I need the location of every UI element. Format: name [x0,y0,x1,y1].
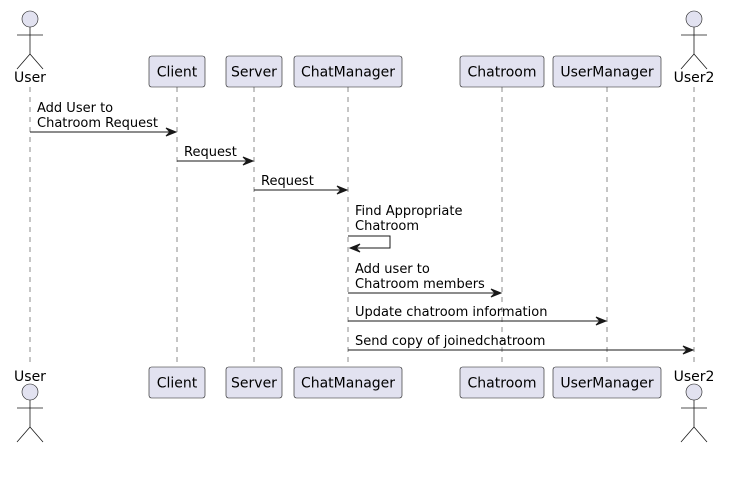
arrowhead-icon [242,156,255,166]
actor-left-leg-icon [16,426,31,443]
participant-label: Chatroom [468,65,537,81]
participant-box [459,55,545,88]
participant-box [552,366,662,399]
participant-server-bottom: Server [225,366,283,399]
participant-client-bottom: Client [148,366,206,399]
arrowhead-icon [682,345,695,355]
participant-box [293,55,403,88]
participant-label: Client [157,65,198,81]
arrowhead-icon [348,243,361,253]
participant-chatroom-top: Chatroom [459,55,545,88]
participant-box [293,366,403,399]
participant-label: ChatManager [301,376,395,392]
arrowhead-icon [595,316,608,326]
participant-label: Server [231,65,277,81]
participant-chatmanager-bottom: ChatManager [293,366,403,399]
participant-box [148,55,206,88]
message-label: Update chatroom information [355,305,547,320]
participant-box [459,366,545,399]
participant-chatroom-bottom: Chatroom [459,366,545,399]
message-6: Update chatroom information [348,305,608,326]
participant-user-bottom: User [14,369,46,443]
participant-box [225,55,283,88]
participant-label: UserManager [560,376,654,392]
participant-box [552,55,662,88]
message-label: Chatroom members [355,277,485,292]
message-label: Chatroom [355,219,419,234]
participant-label: User2 [674,369,715,385]
message-label: Add User to [37,101,113,116]
participant-user2-top: User2 [674,10,715,86]
actor-head-icon [685,10,703,28]
participant-label: User [14,369,46,385]
message-label: Find Appropriate [355,204,462,219]
message-label: Send copy of joinedchatroom [355,334,545,349]
message-3: Request [254,174,349,195]
participant-label: Client [157,376,198,392]
participant-usermanager-bottom: UserManager [552,366,662,399]
actor-right-leg-icon [29,426,44,443]
arrowhead-icon [165,127,178,137]
participant-server-top: Server [225,55,283,88]
message-label: Add user to [355,262,430,277]
actor-right-leg-icon [29,53,44,70]
participant-label: ChatManager [301,65,395,81]
participant-box [148,366,206,399]
message-label: Request [184,145,237,160]
actor-left-leg-icon [680,426,695,443]
participant-label: User [14,70,46,86]
participant-chatmanager-top: ChatManager [293,55,403,88]
message-line [348,235,391,249]
actor-left-leg-icon [16,53,31,70]
actor-left-leg-icon [680,53,695,70]
message-2: Request [177,145,255,166]
participant-user-top: User [14,10,46,86]
participant-usermanager-top: UserManager [552,55,662,88]
participant-client-top: Client [148,55,206,88]
participant-label: UserManager [560,65,654,81]
participant-box [225,366,283,399]
participant-label: Server [231,376,277,392]
participant-user2-bottom: User2 [674,369,715,443]
message-7: Send copy of joinedchatroom [348,334,695,355]
message-label: Chatroom Request [37,116,158,131]
actor-right-leg-icon [693,426,708,443]
participant-label: Chatroom [468,376,537,392]
actor-head-icon [21,383,39,401]
actor-head-icon [21,10,39,28]
message-label: Request [261,174,314,189]
participant-label: User2 [674,70,715,86]
arrowhead-icon [336,185,349,195]
arrowhead-icon [490,288,503,298]
actor-head-icon [685,383,703,401]
actor-right-leg-icon [693,53,708,70]
